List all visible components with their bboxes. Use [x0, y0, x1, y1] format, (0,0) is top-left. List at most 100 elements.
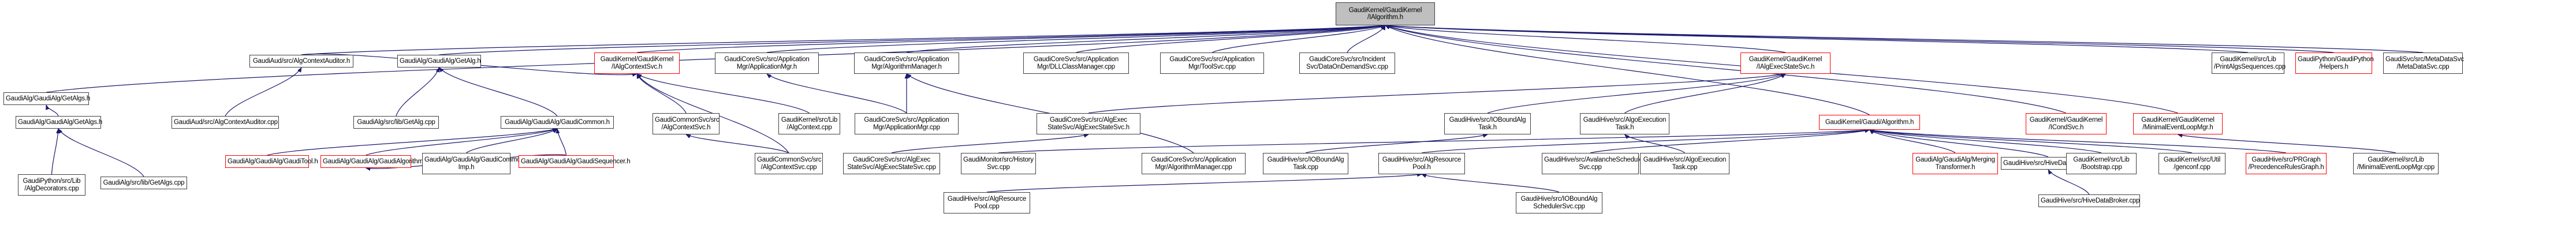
- graph-node[interactable]: GaudiKernel/src/Lib /MinimalEventLoopMgr…: [2353, 153, 2439, 174]
- node-label: GaudiKernel/src/Lib /MinimalEventLoopMgr…: [2357, 156, 2435, 171]
- graph-edge: [636, 73, 810, 114]
- node-label: GaudiCoreSvc/src/Application Mgr/Applica…: [724, 56, 810, 70]
- node-label: GaudiSvc/src/MetaDataSvc /MetaDataSvc.cp…: [2385, 56, 2464, 70]
- graph-edge: [636, 73, 687, 114]
- node-label: GaudiHive/src/PRGraph /PrecedenceRulesGr…: [2248, 156, 2324, 171]
- graph-node[interactable]: GaudiKernel/GaudiKernel /ICondSvc.h: [2026, 113, 2107, 134]
- graph-edge: [225, 67, 302, 117]
- graph-node[interactable]: GaudiAlg/GaudiAlg/GaudiCommon.h: [501, 116, 614, 129]
- graph-node[interactable]: GaudiKernel/Gaudi/Algorithm.h: [1819, 115, 1920, 130]
- graph-node[interactable]: GaudiKernel/src/Lib /AlgContext.cpp: [778, 113, 840, 134]
- node-label: GaudiAlg/GaudiAlg/GetAlgs.h: [6, 95, 91, 102]
- graph-node[interactable]: GaudiCoreSvc/src/Application Mgr/Algorit…: [1142, 153, 1246, 174]
- graph-node[interactable]: GaudiAlg/GaudiAlg/GaudiCommon Imp.h: [422, 153, 524, 174]
- graph-node[interactable]: GaudiAud/src/AlgContextAuditor.h: [249, 55, 353, 68]
- node-label: GaudiHive/src/IOBoundAlg Task.h: [1449, 117, 1526, 131]
- graph-edge: [51, 128, 61, 175]
- node-label: GaudiCoreSvc/src/AlgExec StateSvc/AlgExe…: [847, 156, 936, 171]
- graph-edge: [1624, 134, 1685, 153]
- graph-node[interactable]: GaudiPython/src/Lib /AlgDecorators.cpp: [18, 174, 85, 196]
- graph-node[interactable]: GaudiAlg/GaudiAlg/GaudiSequencer.h: [519, 155, 631, 168]
- node-label: GaudiCoreSvc/src/Application Mgr/ToolSvc…: [1169, 56, 1255, 70]
- graph-edge: [891, 133, 1089, 153]
- graph-node[interactable]: GaudiSvc/src/MetaDataSvc /MetaDataSvc.cp…: [2383, 53, 2464, 74]
- graph-node[interactable]: GaudiCoreSvc/src/Application Mgr/Algorit…: [854, 53, 959, 74]
- graph-node[interactable]: GaudiCoreSvc/src/Application Mgr/Applica…: [855, 113, 959, 134]
- graph-node[interactable]: GaudiAlg/GaudiAlg/GetAlgs.h: [3, 92, 91, 105]
- node-label: GaudiHive/src/AvalancheScheduler Svc.cpp: [1544, 156, 1645, 171]
- graph-node[interactable]: GaudiHive/src/AvalancheScheduler Svc.cpp: [1542, 153, 1645, 174]
- node-label: GaudiAlg/src/lib/GetAlgs.cpp: [103, 179, 185, 186]
- graph-node[interactable]: GaudiCoreSvc/src/Application Mgr/Applica…: [715, 53, 819, 74]
- graph-node[interactable]: GaudiHive/src/AlgoExecution Task.h: [1580, 113, 1669, 134]
- graph-node[interactable]: GaudiHive/src/IOBoundAlg Task.h: [1444, 113, 1531, 134]
- node-label: GaudiKernel/GaudiKernel /IAlgorithm.h: [1348, 6, 1422, 21]
- graph-edge: [1347, 25, 1386, 53]
- graph-edge: [438, 67, 558, 117]
- graph-node[interactable]: GaudiAlg/GaudiAlg/GaudiTool.h: [225, 155, 318, 168]
- graph-node[interactable]: GaudiAlg/GaudiAlg/GetAlg.h: [397, 55, 481, 68]
- graph-edge: [396, 67, 440, 117]
- node-label: GaudiAlg/GaudiAlg/GaudiTool.h: [228, 158, 318, 165]
- graph-edge: [556, 128, 567, 156]
- node-label: GaudiCoreSvc/src/Application Mgr/Applica…: [864, 117, 949, 131]
- node-label: GaudiKernel/GaudiKernel /IAlgContextSvc.…: [600, 56, 674, 70]
- graph-root-node[interactable]: GaudiKernel/GaudiKernel /IAlgorithm.h: [1336, 2, 1435, 25]
- graph-node[interactable]: GaudiKernel/GaudiKernel /IAlgExecStateSv…: [1740, 53, 1831, 74]
- node-label: GaudiHive/src/AlgResource Pool.h: [1382, 156, 1462, 171]
- graph-node[interactable]: GaudiKernel/GaudiKernel /IAlgContextSvc.…: [594, 53, 680, 74]
- node-label: GaudiMonitor/src/History Svc.cpp: [963, 156, 1034, 171]
- graph-node[interactable]: GaudiHive/src/AlgResource Pool.cpp: [944, 192, 1030, 213]
- graph-node[interactable]: GaudiHive/src/IOBoundAlg SchedulerSvc.cp…: [1516, 192, 1602, 213]
- graph-node[interactable]: GaudiKernel/GaudiKernel /MinimalEventLoo…: [2133, 113, 2223, 134]
- graph-edge: [46, 104, 59, 117]
- graph-node[interactable]: GaudiAud/src/AlgContextAuditor.cpp: [172, 116, 279, 129]
- node-label: GaudiHive/src/AlgResource Pool.cpp: [947, 196, 1027, 210]
- graph-edge: [906, 24, 1386, 53]
- graph-node[interactable]: GaudiKernel/src/Lib /Bootstrap.cpp: [2066, 153, 2137, 174]
- graph-node[interactable]: GaudiCommonSvc/src /AlgContextSvc.cpp: [755, 153, 823, 174]
- node-label: GaudiHive/src/AlgoExecution Task.h: [1583, 117, 1667, 131]
- graph-node[interactable]: GaudiAlg/GaudiAlg/GaudiAlgorithm.h: [320, 155, 428, 168]
- graph-node[interactable]: GaudiHive/src/AlgResource Pool.h: [1378, 153, 1465, 174]
- graph-edge: [766, 73, 907, 114]
- graph-node[interactable]: GaudiAlg/GaudiAlg/Merging Transformer.h: [1913, 153, 1998, 174]
- graph-node[interactable]: GaudiCoreSvc/src/Incident Svc/DataOnDema…: [1299, 53, 1395, 74]
- node-label: GaudiCommonSvc/src /AlgContextSvc.h: [655, 117, 720, 131]
- graph-node[interactable]: GaudiPython/GaudiPython /Helpers.h: [2295, 53, 2374, 74]
- node-label: GaudiKernel/GaudiKernel /ICondSvc.h: [2029, 117, 2103, 131]
- graph-node[interactable]: GaudiHive/src/PRGraph /PrecedenceRulesGr…: [2246, 153, 2327, 174]
- node-label: GaudiKernel/src/Lib /PrintAlgsSequences.…: [2214, 56, 2286, 70]
- node-label: GaudiKernel/Gaudi/Algorithm.h: [1825, 118, 1914, 126]
- graph-node[interactable]: GaudiKernel/src/Util /genconf.cpp: [2159, 153, 2225, 174]
- graph-node[interactable]: GaudiMonitor/src/History Svc.cpp: [961, 153, 1036, 174]
- graph-node[interactable]: GaudiCoreSvc/src/Application Mgr/ToolSvc…: [1160, 53, 1264, 74]
- graph-edge: [1211, 25, 1386, 53]
- graph-edge: [986, 173, 1422, 193]
- graph-edge: [2177, 133, 2396, 153]
- graph-node[interactable]: GaudiHive/src/AlgoExecution Task.cpp: [1640, 153, 1729, 174]
- graph-node[interactable]: GaudiCoreSvc/src/Application Mgr/DLLClas…: [1023, 53, 1129, 74]
- graph-edge: [58, 128, 144, 177]
- graph-edge: [1305, 133, 1488, 153]
- node-label: GaudiHive/src/IOBoundAlg Task.cpp: [1267, 156, 1344, 171]
- graph-node[interactable]: GaudiAlg/src/lib/GetAlgs.cpp: [100, 177, 187, 189]
- node-label: GaudiAlg/GaudiAlg/Merging Transformer.h: [1915, 156, 1995, 171]
- graph-node[interactable]: GaudiAlg/GaudiAlg/GetAlgs.h: [16, 116, 102, 129]
- node-label: GaudiCoreSvc/src/Application Mgr/Algorit…: [864, 56, 949, 70]
- node-label: GaudiHive/src/IOBoundAlg SchedulerSvc.cp…: [1520, 196, 1598, 210]
- node-label: GaudiCoreSvc/src/Incident Svc/DataOnDema…: [1306, 56, 1388, 70]
- graph-node[interactable]: GaudiCoreSvc/src/AlgExec StateSvc/AlgExe…: [843, 153, 940, 174]
- graph-node[interactable]: GaudiHive/src/IOBoundAlg Task.cpp: [1263, 153, 1348, 174]
- graph-edge: [1385, 25, 2067, 114]
- node-label: GaudiKernel/GaudiKernel /IAlgExecStateSv…: [1749, 56, 1822, 70]
- graph-edge: [301, 24, 1386, 55]
- graph-node[interactable]: GaudiAlg/src/lib/GetAlg.cpp: [353, 116, 439, 129]
- graph-node[interactable]: GaudiKernel/src/Lib /PrintAlgsSequences.…: [2212, 53, 2286, 74]
- node-label: GaudiCommonSvc/src /AlgContextSvc.cpp: [757, 156, 822, 171]
- graph-node[interactable]: GaudiHive/src/HiveDataBroker.cpp: [2038, 194, 2140, 207]
- graph-node[interactable]: GaudiCoreSvc/src/AlgExec StateSvc/AlgExe…: [1037, 113, 1140, 134]
- graph-node[interactable]: GaudiCommonSvc/src /AlgContextSvc.h: [653, 113, 720, 134]
- node-label: GaudiPython/src/Lib /AlgDecorators.cpp: [23, 178, 81, 192]
- graph-edge: [1088, 72, 1786, 114]
